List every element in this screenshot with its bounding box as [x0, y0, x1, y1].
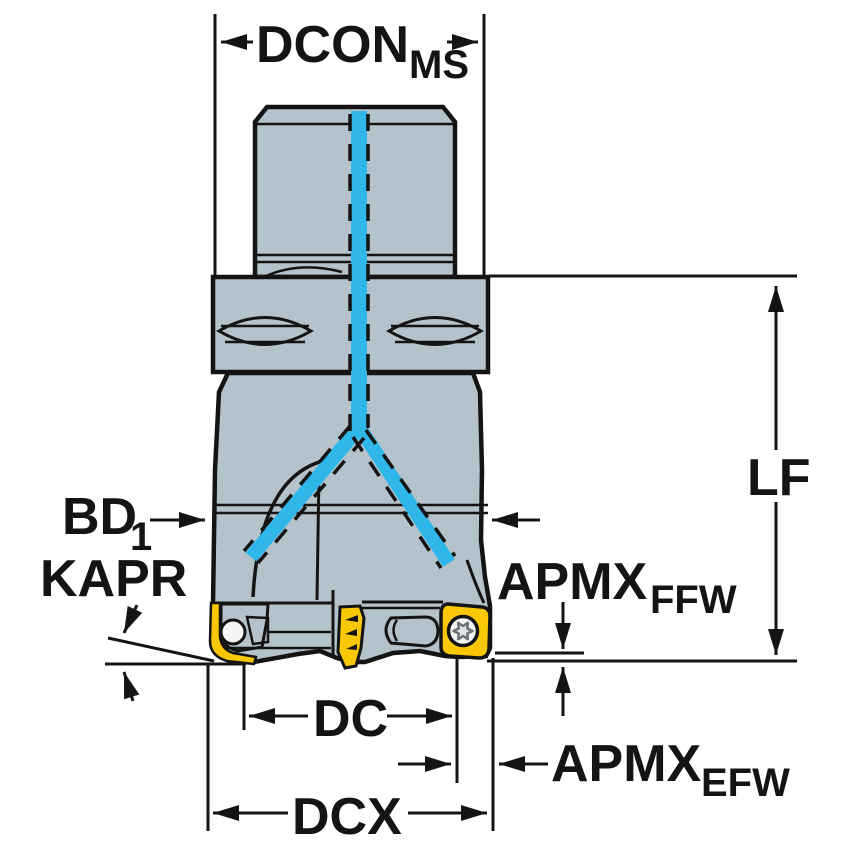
- dim-dcx: DCX: [206, 658, 495, 846]
- flute-arc: [251, 457, 333, 598]
- insert-middle-serration-marks: [345, 615, 358, 650]
- coolant-dash-border: [364, 428, 457, 558]
- coolant-branch-right: [355, 426, 455, 567]
- coolant-dash-border: [256, 436, 366, 565]
- label-apmx-efw-sub: EFW: [701, 761, 790, 805]
- dim-bd1: BD 1: [62, 488, 540, 559]
- label-kapr: KAPR: [40, 550, 187, 608]
- dim-dc: DC: [242, 659, 459, 783]
- label-bd1-sub: 1: [130, 515, 152, 559]
- kapr-cutting-edge-line: [107, 636, 215, 663]
- coolant-dash-border: [351, 436, 443, 569]
- pocket-right-inner-curve: [392, 619, 399, 642]
- kapr-arrow-lower: [122, 671, 140, 702]
- label-apmx-ffw-sub: FFW: [650, 578, 737, 622]
- bd-measure-plane-lines: [214, 503, 488, 515]
- head-shelf-lines: [216, 606, 440, 650]
- label-apmx-ffw: APMX: [497, 553, 648, 611]
- label-lf: LF: [747, 449, 811, 507]
- label-apmx-efw: APMX: [551, 735, 702, 793]
- dim-lf: LF: [487, 274, 811, 663]
- dcon-extension-lines: [213, 14, 486, 276]
- shank-relief-arc: [265, 266, 343, 278]
- flange-slot-right-band: [391, 324, 479, 344]
- flute-arc-right: [465, 559, 486, 604]
- dim-apmx-efw: APMX EFW: [398, 735, 790, 805]
- pocket-right-outline: [384, 615, 440, 648]
- label-dcx: DCX: [292, 788, 402, 846]
- kapr-arrow-upper: [122, 604, 143, 634]
- flange-slot-left-band: [221, 324, 309, 344]
- dim-kapr: KAPR: [40, 550, 246, 702]
- label-bd1: BD: [62, 488, 137, 546]
- label-dcon: DCON: [256, 16, 409, 74]
- dcx-extension-lines: [206, 658, 495, 831]
- label-dc: DC: [313, 690, 388, 748]
- dc-extension-lines: [242, 659, 459, 783]
- label-dcon-sub: MS: [409, 43, 469, 87]
- pocket-left-wedge: [245, 615, 270, 646]
- torx-star-icon: [452, 621, 474, 641]
- dim-dcon-ms: DCON MS: [213, 14, 486, 276]
- lf-extension-lines: [487, 274, 797, 663]
- pocket-left-screw: [219, 618, 247, 646]
- insert-left-edge-strip: [208, 601, 258, 666]
- coolant-channel: [242, 111, 457, 569]
- coolant-dash-border: [242, 424, 352, 553]
- cutting-head-inserts: [208, 601, 492, 670]
- dim-apmx-ffw: APMX FFW: [495, 553, 737, 716]
- coolant-branch-left: [245, 425, 363, 562]
